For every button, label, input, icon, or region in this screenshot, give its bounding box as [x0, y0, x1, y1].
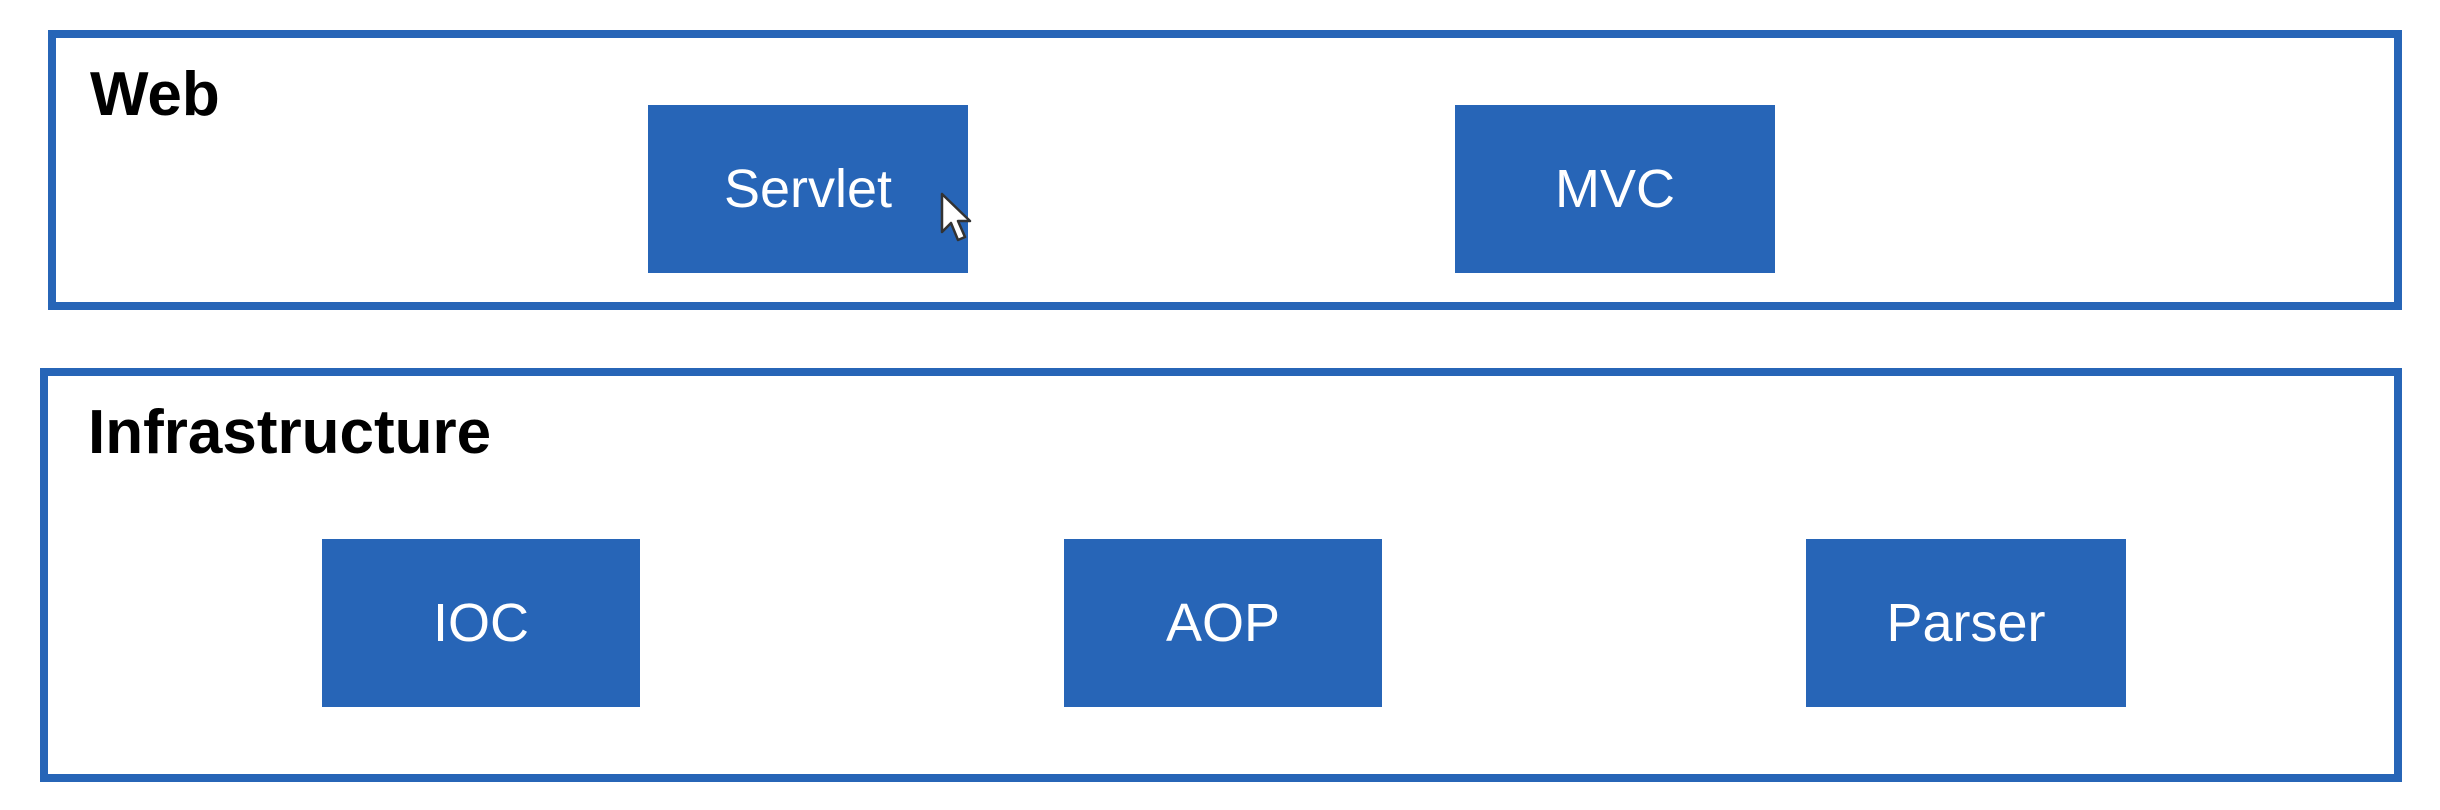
- infrastructure-layer-title: Infrastructure: [88, 398, 492, 467]
- web-layer: Web Servlet MVC: [48, 30, 2402, 310]
- web-layer-title: Web: [90, 60, 220, 129]
- servlet-box: Servlet: [648, 105, 968, 273]
- ioc-box: IOC: [322, 539, 640, 707]
- aop-box: AOP: [1064, 539, 1382, 707]
- mouse-pointer-icon: [940, 192, 972, 242]
- infrastructure-layer: Infrastructure IOC AOP Parser: [40, 368, 2402, 782]
- mvc-box: MVC: [1455, 105, 1775, 273]
- parser-box: Parser: [1806, 539, 2126, 707]
